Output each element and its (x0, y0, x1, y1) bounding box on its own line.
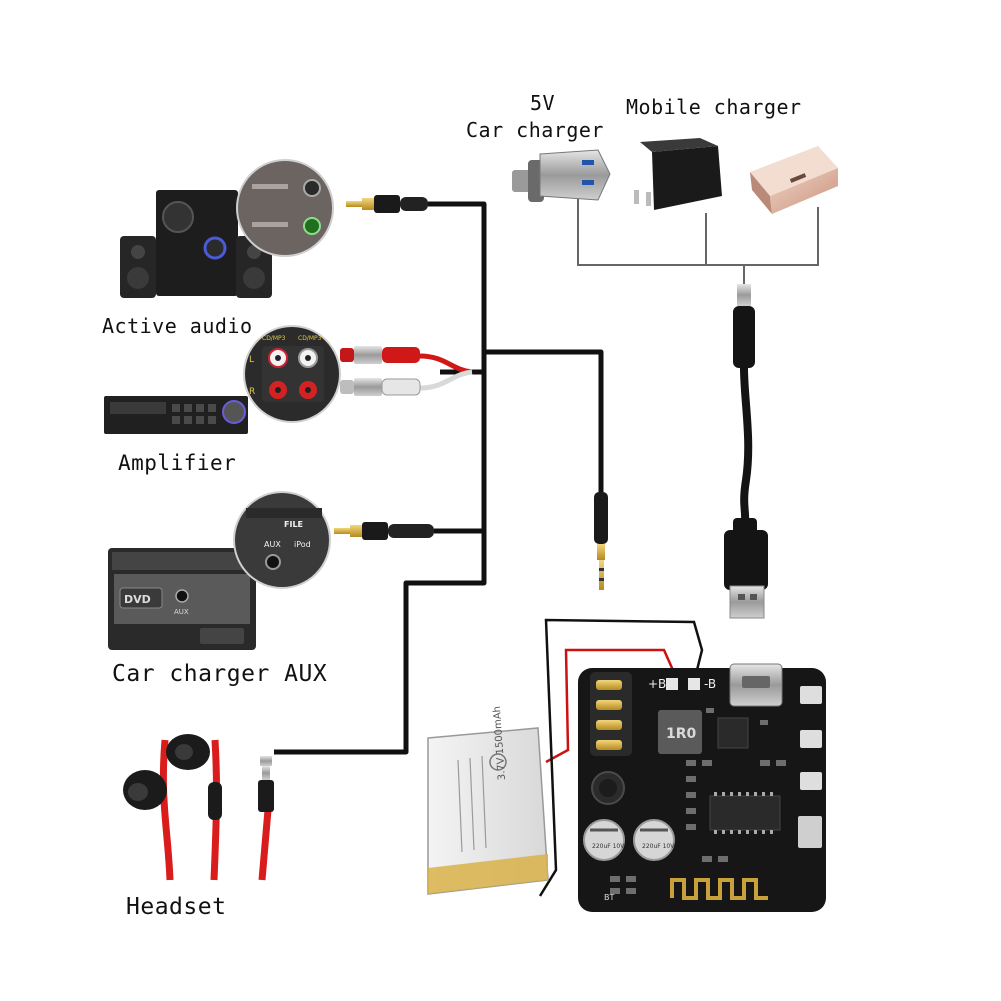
speaker-left-tweeter (131, 245, 145, 259)
pad-minus-b (688, 678, 700, 690)
wire-active-audio (428, 201, 487, 532)
label-mobile-charger: Mobile charger (626, 95, 802, 119)
power-bank-device (750, 146, 838, 214)
car-aux-socket (175, 589, 189, 603)
label-amplifier: Amplifier (118, 451, 237, 475)
car-radio-tag: DVD (124, 593, 151, 606)
board-switch (798, 816, 822, 848)
subwoofer-port (203, 236, 227, 260)
board-cap-right-label: 220uF 10V (642, 843, 675, 850)
speaker-left-woofer (127, 267, 149, 289)
board-capacitor-right (633, 819, 675, 861)
main-aux-plug (594, 492, 608, 590)
battery-spec-text: 3.7V 1500mAh (492, 706, 508, 781)
car-charger-usb-1 (582, 160, 594, 165)
jack-socket-input (303, 217, 321, 235)
aux-ipod-tag: iPod (294, 540, 311, 549)
subwoofer-cone (162, 201, 194, 233)
label-headset: Headset (126, 894, 227, 920)
car-aux-port-tag: AUX (174, 608, 189, 616)
aux-aux-tag: AUX (264, 540, 281, 549)
speaker-right-woofer (243, 267, 265, 289)
board-inductor (658, 710, 702, 754)
car-charger-device (512, 149, 611, 202)
rca-plug-white (340, 380, 354, 394)
board-minus-b: -B (704, 677, 716, 691)
headset-remote (208, 782, 222, 820)
board-chip-small (717, 717, 749, 749)
aux-file-tag: FILE (284, 520, 303, 529)
board-button-2 (800, 730, 822, 748)
aux-plug-active-audio (346, 195, 428, 213)
board-button-3 (800, 772, 822, 790)
board-button-1 (800, 686, 822, 704)
aux-socket (265, 554, 281, 570)
psu-line-car (577, 194, 819, 266)
wall-charger-device (634, 138, 722, 210)
board-bt-label: BT (604, 893, 614, 902)
rca-jacks-closeup: CD/MP3 CD/MP3 L R (243, 325, 341, 423)
wall-charger-prong-2 (646, 192, 651, 206)
pad-plus-b (666, 678, 678, 690)
label-5v: 5V (530, 91, 556, 115)
board-chip-main (709, 795, 781, 831)
bluetooth-audio-board: +B -B 1R0 (578, 663, 826, 912)
rca-cables (340, 346, 473, 396)
car-charger-usb-2 (582, 180, 594, 185)
board-audio-jack (590, 672, 632, 756)
board-capacitor-left (583, 819, 625, 861)
wire-headset (274, 532, 487, 755)
jack-socket-output (303, 179, 321, 197)
rca-r-tag: R (249, 387, 255, 397)
usb-a-connector (729, 585, 765, 619)
wall-charger-prong-1 (634, 190, 639, 204)
micro-usb-cable (724, 284, 768, 619)
signal-wires (274, 201, 604, 755)
amplifier-device (104, 396, 248, 434)
board-inductor-code: 1R0 (666, 726, 697, 742)
rca-cd-mp3-tag-1: CD/MP3 (262, 335, 286, 342)
board-plus-b: +B (648, 677, 666, 691)
active-audio-jack-closeup (236, 159, 334, 257)
power-source-lines (577, 194, 819, 284)
active-audio-speakers (120, 190, 272, 298)
aux-plug-car (334, 522, 434, 540)
label-car-charger-aux: Car charger AUX (112, 661, 328, 687)
wire-to-main-plug (484, 349, 604, 492)
lipo-battery: 3.7V 1500mAh (427, 706, 549, 895)
battery-wire-black (538, 618, 704, 897)
car-radio-device: DVD AUX (108, 548, 256, 650)
board-bt-antenna (670, 878, 768, 900)
board-cap-left-label: 220uF 10V (592, 843, 625, 850)
headset-device (123, 734, 274, 881)
rca-l-tag: L (249, 355, 254, 365)
rca-cd-mp3-tag-2: CD/MP3 (298, 335, 322, 342)
label-car-charger: Car charger (466, 118, 604, 142)
rca-plug-red (340, 348, 354, 362)
aux-panel-closeup: FILE AUX iPod (233, 491, 331, 589)
label-active-audio: Active audio (102, 314, 253, 338)
micro-usb-tip (737, 284, 751, 306)
